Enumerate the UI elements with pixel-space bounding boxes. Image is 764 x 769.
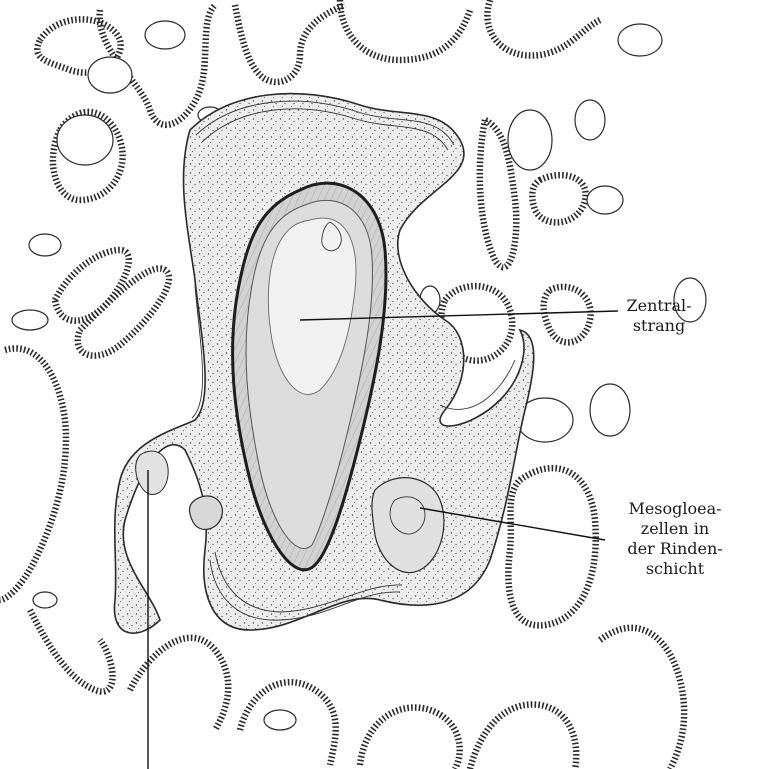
tubule-bottom-3	[360, 707, 460, 769]
tubule-right-small	[544, 287, 591, 342]
tubule-bottom-1	[130, 638, 228, 730]
label-mesogloea: Mesogloea- zellen in der Rinden- schicht	[600, 499, 750, 579]
tubule-right-mid	[532, 175, 585, 222]
tubule-right-edge	[600, 628, 684, 769]
label-mesogloea-line-4: schicht	[600, 559, 750, 579]
tubule-right-upper	[487, 0, 600, 56]
label-mesogloea-line-2: zellen in	[600, 519, 750, 539]
tubule-right-lower	[508, 468, 595, 625]
label-zentralstrang-line-2: strang	[614, 316, 704, 336]
tubule-top-right	[340, 0, 470, 60]
tubule-left-mid	[55, 250, 129, 321]
tubule-far-left	[0, 348, 66, 600]
label-mesogloea-line-3: der Rinden-	[600, 539, 750, 559]
tubule-lower-left	[30, 610, 113, 692]
label-zentralstrang: Zentral- strang	[614, 296, 704, 336]
label-mesogloea-line-1: Mesogloea-	[600, 499, 750, 519]
tubule-bottom-4	[470, 704, 576, 769]
label-zentralstrang-line-1: Zentral-	[614, 296, 704, 316]
tubule-top-center	[235, 5, 345, 82]
